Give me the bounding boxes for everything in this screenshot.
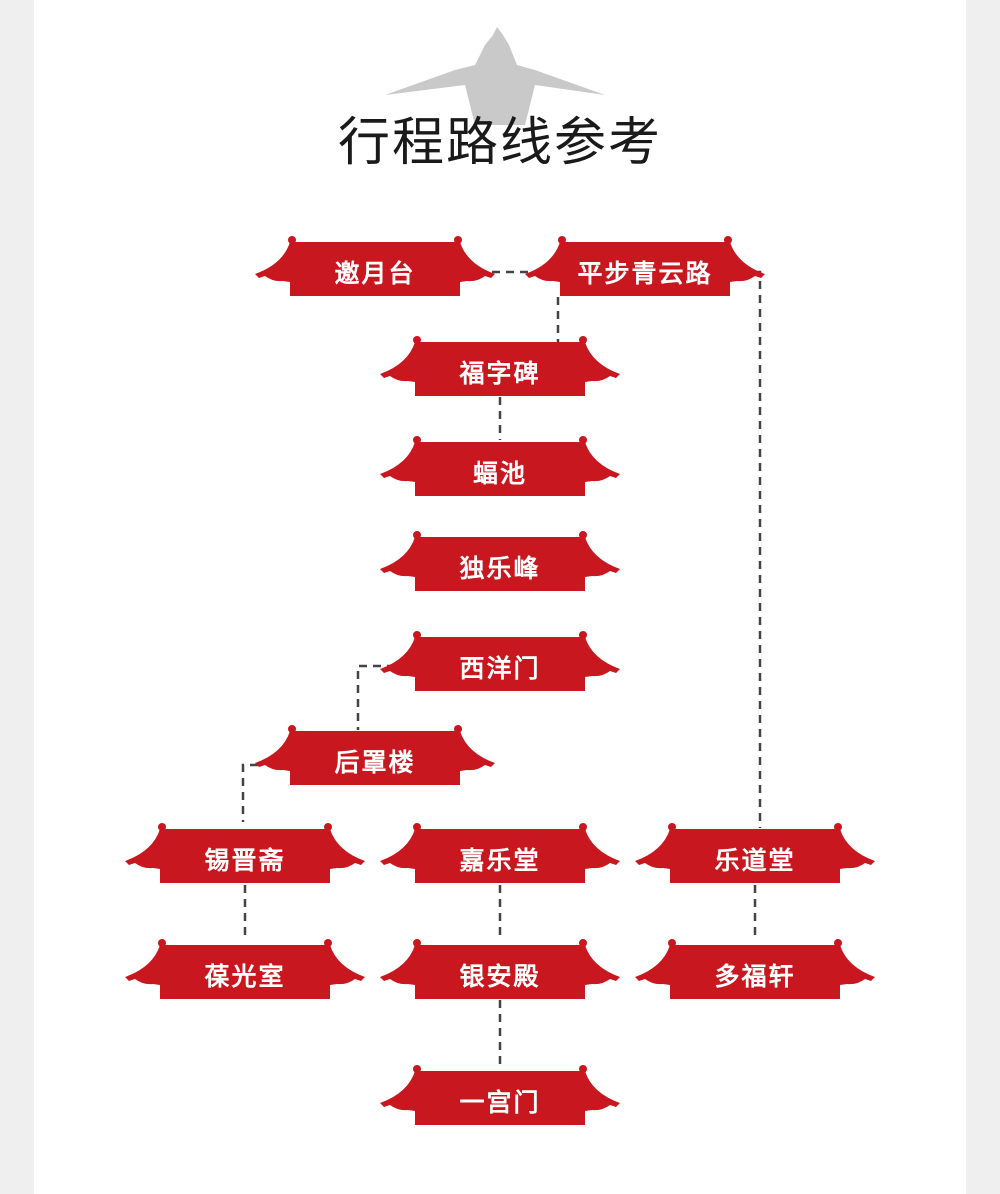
node-jialetang: 嘉乐堂 xyxy=(380,821,620,885)
node-label: 多福轩 xyxy=(714,962,796,991)
node-label: 银安殿 xyxy=(459,962,541,991)
node-label: 蝠池 xyxy=(472,459,527,488)
node-xijinzhai: 锡晋斋 xyxy=(125,821,365,885)
node-label: 嘉乐堂 xyxy=(459,846,541,875)
node-label: 西洋门 xyxy=(459,654,541,683)
pagoda-silhouette-icon xyxy=(385,27,605,125)
node-yaoyuetai: 邀月台 xyxy=(255,234,495,298)
node-ledaotang: 乐道堂 xyxy=(635,821,875,885)
node-baoguangshi: 葆光室 xyxy=(125,937,365,1001)
node-yinandian: 银安殿 xyxy=(380,937,620,1001)
node-pingbuqingyunlu: 平步青云路 xyxy=(525,234,765,298)
node-yigongmen: 一宫门 xyxy=(380,1063,620,1127)
node-houzhaolou: 后罩楼 xyxy=(255,723,495,787)
node-label: 独乐峰 xyxy=(459,554,541,583)
node-label: 一宫门 xyxy=(459,1088,541,1117)
node-fuzibei: 福字碑 xyxy=(380,334,620,398)
node-fuchi: 蝠池 xyxy=(380,434,620,498)
node-duofuxuan: 多福轩 xyxy=(635,937,875,1001)
node-label: 邀月台 xyxy=(334,259,416,288)
node-dulefeng: 独乐峰 xyxy=(380,529,620,593)
node-label: 福字碑 xyxy=(459,359,541,388)
connector xyxy=(241,763,258,822)
node-label: 后罩楼 xyxy=(334,748,416,777)
node-label: 平步青云路 xyxy=(577,259,713,288)
node-label: 葆光室 xyxy=(204,962,286,991)
page-title: 行程路线参考 xyxy=(337,113,662,173)
node-label: 锡晋斋 xyxy=(204,846,286,875)
node-label: 乐道堂 xyxy=(714,846,796,875)
node-xiyangmen: 西洋门 xyxy=(380,629,620,693)
connector xyxy=(755,270,762,828)
